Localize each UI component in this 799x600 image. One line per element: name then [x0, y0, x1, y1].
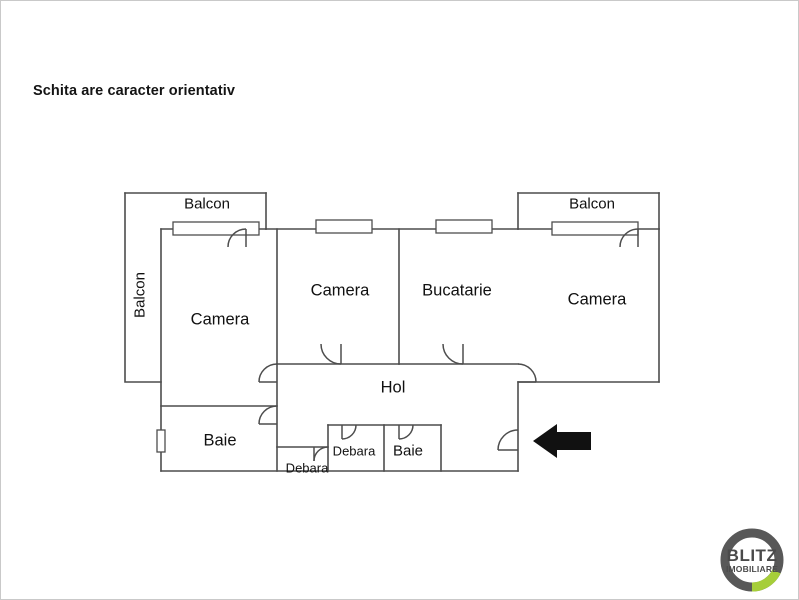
room-label-hol: Hol	[380, 378, 406, 397]
logo-ring	[720, 528, 784, 592]
door-debara-lower	[313, 446, 329, 462]
room-label-camera-left: Camera	[190, 310, 250, 329]
window-camera-right	[551, 221, 639, 236]
door-camera-left	[258, 363, 278, 383]
door-bucatarie	[442, 343, 464, 365]
door-balcony-left	[227, 228, 247, 248]
door-debara-upper	[341, 424, 357, 440]
blitz-imobiliare-logo: BLITZ IMOBILIARE	[720, 528, 784, 592]
entry-arrow-icon	[533, 424, 591, 458]
door-baie-left	[258, 405, 278, 425]
room-label-baie-middle: Baie	[392, 442, 424, 460]
room-label-balcon-left-vertical: Balcon	[131, 272, 149, 318]
room-label-bucatarie: Bucatarie	[422, 281, 492, 300]
disclaimer-note: Schita are caracter orientativ	[33, 83, 236, 99]
room-label-camera-right: Camera	[567, 290, 627, 309]
door-camera-right	[517, 363, 537, 383]
window-baie-left	[156, 429, 166, 453]
room-label-baie-left: Baie	[203, 431, 237, 450]
door-entry	[497, 429, 519, 451]
room-label-debara-lower: Debara	[285, 460, 329, 476]
room-label-balcon-top-left: Balcon	[184, 195, 230, 213]
door-baie-middle	[398, 424, 414, 440]
window-bucatarie	[435, 219, 493, 234]
window-camera-middle	[315, 219, 373, 234]
windows	[156, 219, 639, 453]
room-label-camera-middle: Camera	[310, 281, 370, 300]
room-label-balcon-top-right: Balcon	[569, 195, 615, 213]
doors	[227, 228, 639, 462]
door-camera-middle	[320, 343, 342, 365]
logo-brand-text: BLITZ	[727, 546, 778, 565]
door-balcony-right	[619, 228, 639, 248]
balcony-left-outline	[124, 192, 162, 383]
room-label-debara-upper: Debara	[332, 443, 376, 459]
logo-subtitle-text: IMOBILIARE	[726, 564, 778, 574]
